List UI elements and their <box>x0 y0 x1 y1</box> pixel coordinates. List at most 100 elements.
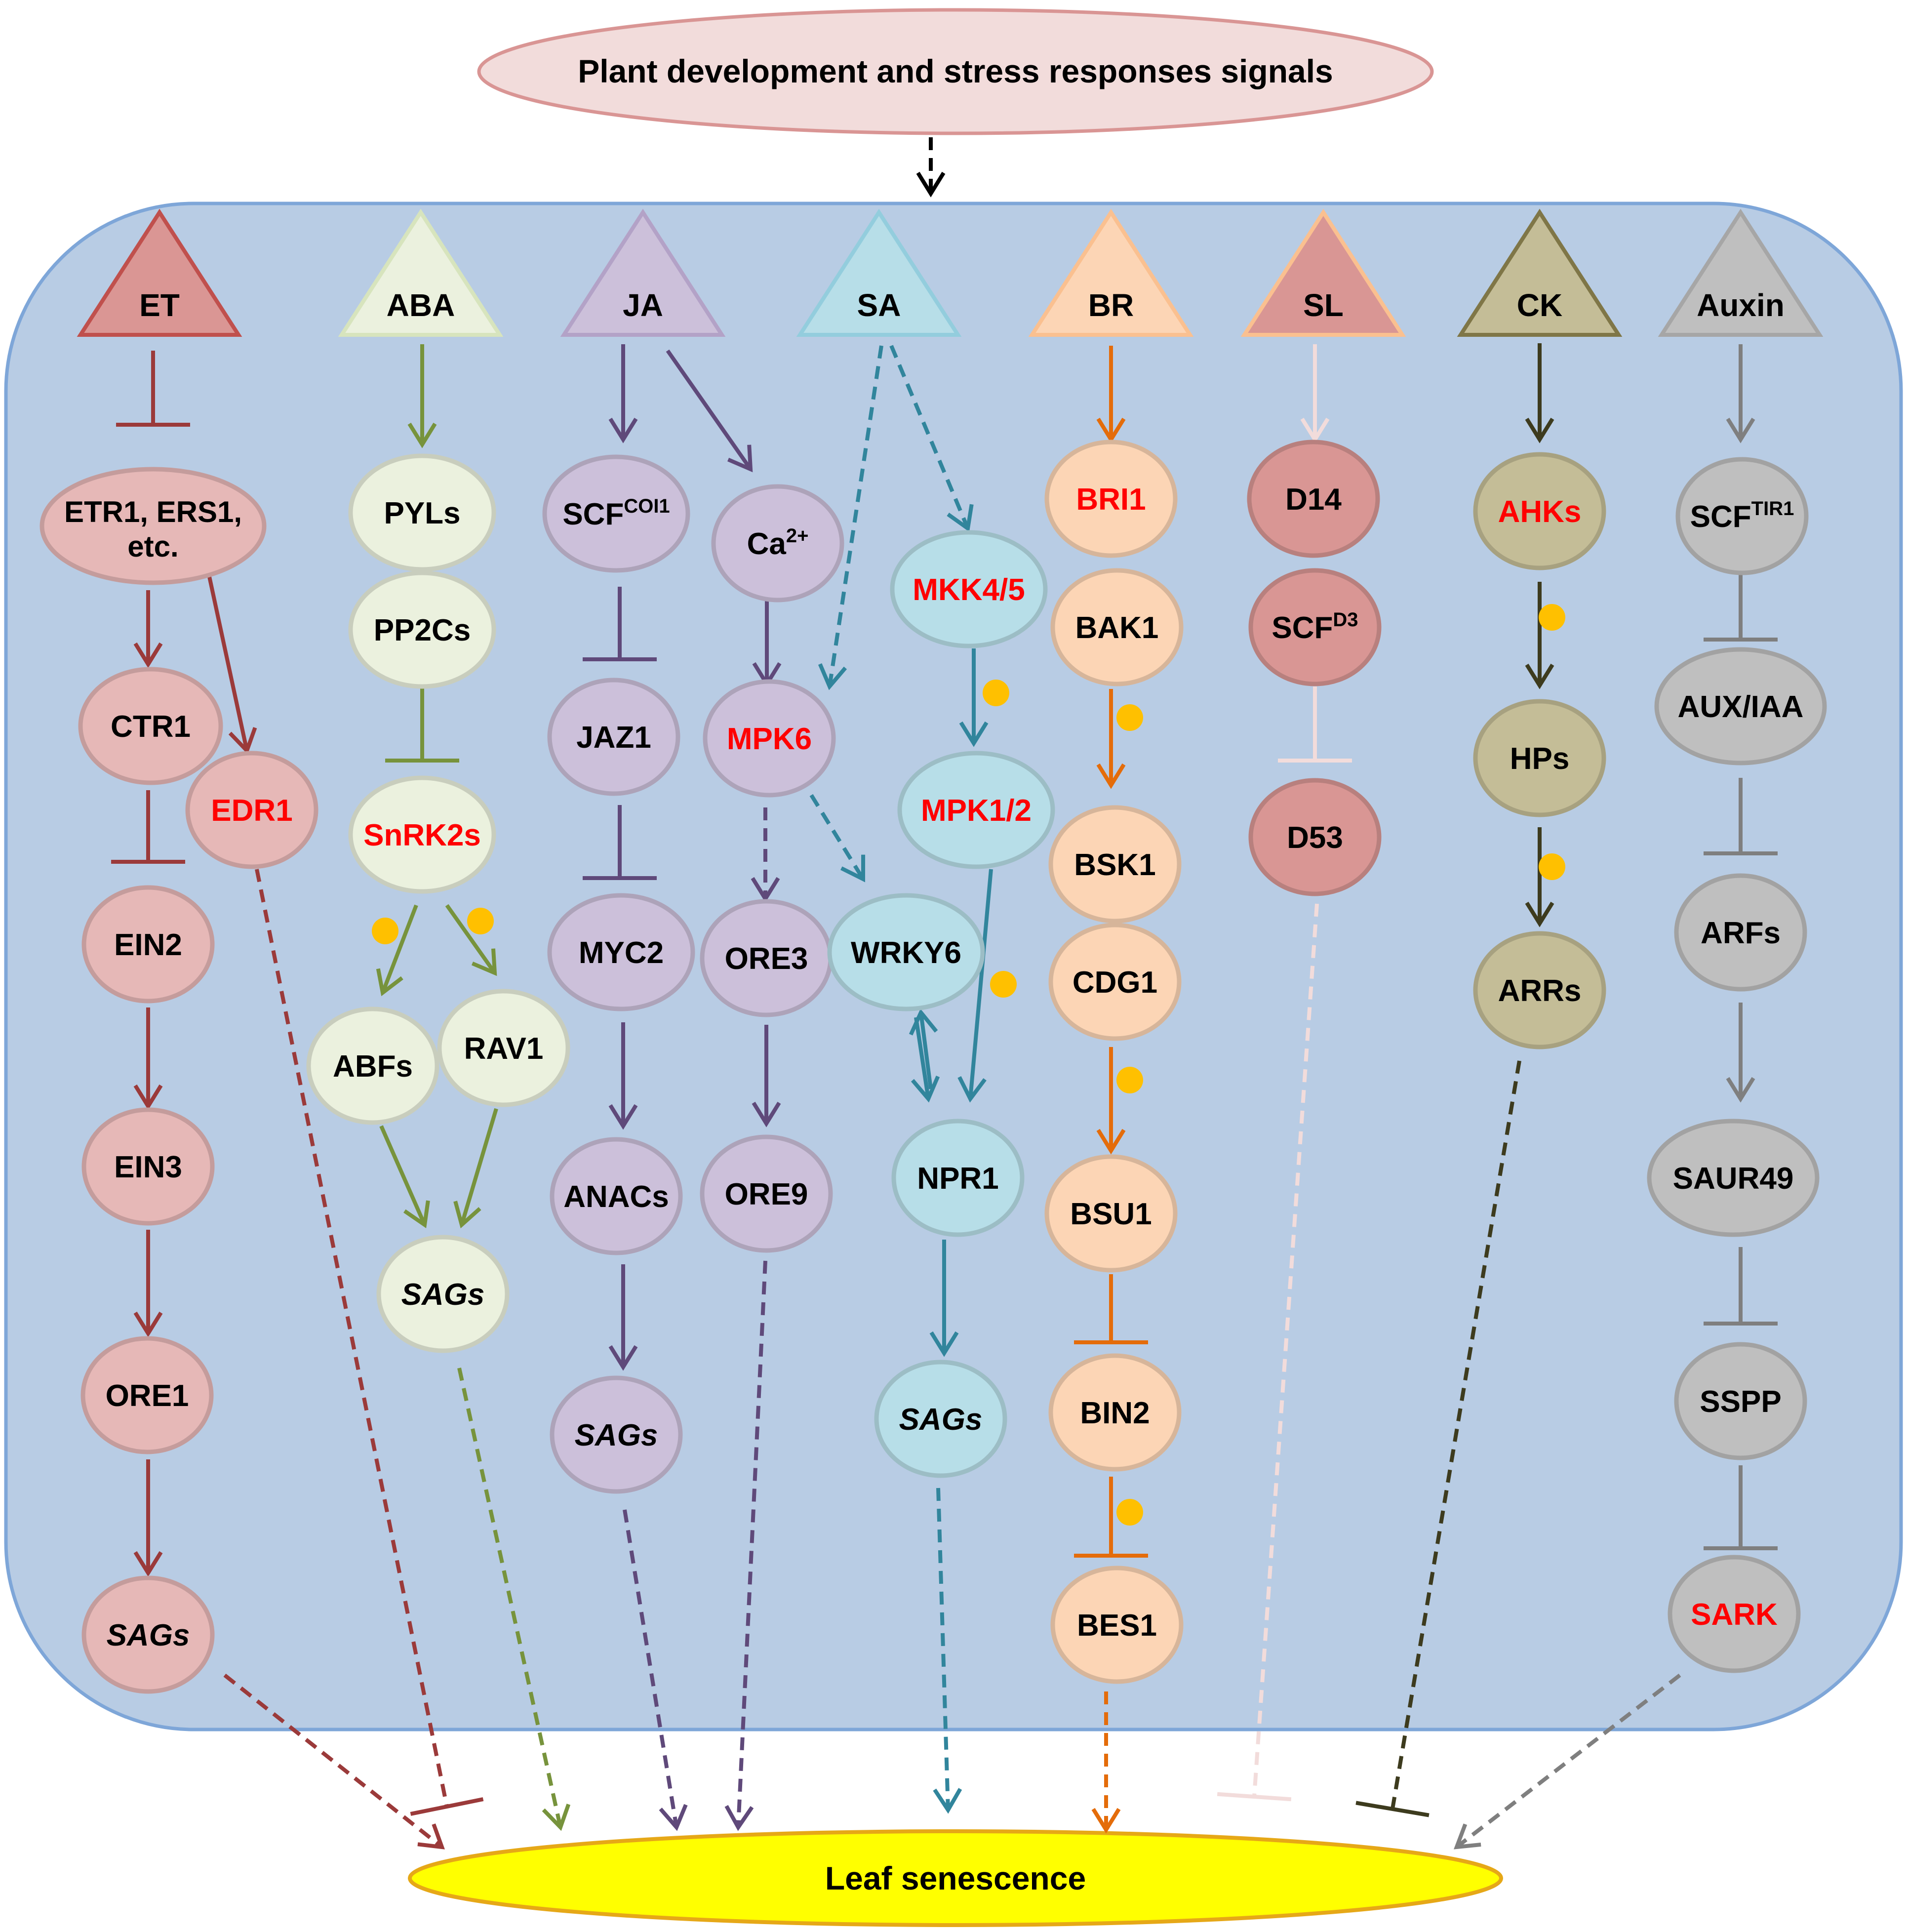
node-label: EIN3 <box>114 1150 182 1184</box>
node-label: EDR1 <box>211 794 292 828</box>
ja-to-senescence <box>623 1509 688 1831</box>
node-label: SSPP <box>1700 1385 1781 1419</box>
inhibition-bar <box>583 805 657 880</box>
node-label: BAK1 <box>1075 611 1159 645</box>
activation-arrow <box>818 345 883 690</box>
node-label: MKK4/5 <box>913 573 1025 607</box>
node-label: SCFCOI1 <box>562 495 670 531</box>
node-label: PP2Cs <box>374 613 471 647</box>
phosphorylation-dot <box>1116 704 1143 731</box>
node-d14: D14 <box>1247 440 1380 558</box>
node-arrs: ARRs <box>1473 931 1606 1049</box>
node-label: BSK1 <box>1074 848 1155 882</box>
nodes-layer: ETR1, ERS1,etc.CTR1EDR1EIN2EIN3ORE1SAGsP… <box>40 440 1827 1694</box>
node-label: JAZ1 <box>576 721 651 755</box>
activation-arrow <box>1726 344 1755 443</box>
node-etr1-ers1: ETR1, ERS1,etc. <box>40 467 267 585</box>
node-sark: SARK <box>1668 1555 1801 1673</box>
node-label: SAGs <box>107 1618 190 1652</box>
activation-arrow <box>133 1007 163 1110</box>
hormone-sa: SA <box>796 208 962 337</box>
node-label: BIN2 <box>1080 1396 1150 1430</box>
activation-arrow <box>666 349 753 473</box>
phosphorylation-dot <box>467 908 494 934</box>
node-bak1: BAK1 <box>1050 568 1184 686</box>
signal-label: Plant development and stress responses s… <box>578 53 1333 89</box>
node-npr1: NPR1 <box>891 1119 1025 1237</box>
hormone-label: SL <box>1303 287 1344 323</box>
activation-arrow <box>751 807 780 903</box>
phosphorylation-dot <box>1539 853 1565 880</box>
node-label: ORE9 <box>725 1177 808 1211</box>
activation-arrow <box>1726 1003 1755 1103</box>
node-label: D14 <box>1285 483 1342 517</box>
node-label: SAGs <box>401 1278 485 1312</box>
activation-arrow <box>929 1240 959 1357</box>
hormone-label: BR <box>1088 287 1134 323</box>
activation-arrow <box>911 1017 940 1103</box>
inhibition-bar <box>1074 1274 1148 1344</box>
node-anacs: ANACs <box>550 1137 683 1255</box>
phosphorylation-dot <box>983 680 1009 706</box>
node-bin2: BIN2 <box>1048 1353 1182 1472</box>
hormone-br: BR <box>1028 208 1194 337</box>
node-ca: Ca2+ <box>711 484 844 603</box>
node-d53: D53 <box>1248 778 1382 896</box>
inhibition-bar <box>385 687 459 763</box>
node-wrky6: WRKY6 <box>827 893 985 1011</box>
node-scf: SCFCOI1 <box>542 454 690 573</box>
node-label: ARFs <box>1701 916 1781 950</box>
activation-arrow <box>133 1459 163 1577</box>
node-label: MYC2 <box>579 936 664 970</box>
hormone-et: ET <box>77 208 242 337</box>
node-label: ORE1 <box>106 1379 189 1413</box>
node-myc2: MYC2 <box>547 893 695 1011</box>
node-abfs: ABFs <box>306 1006 439 1125</box>
br-to-senescence <box>1091 1691 1121 1834</box>
activation-arrow <box>957 869 993 1103</box>
node-mpk1-2: MPK1/2 <box>897 751 1055 869</box>
node-label: ARRs <box>1498 974 1582 1008</box>
node-cdg1: CDG1 <box>1048 923 1182 1041</box>
node-pyls: PYLs <box>348 453 496 572</box>
auxin-to-senescence <box>1453 1673 1681 1850</box>
node-label: SAGs <box>575 1418 658 1452</box>
phosphorylation-dot <box>1116 1067 1143 1093</box>
node-snrk2s: SnRK2s <box>348 775 496 894</box>
signal-node: Plant development and stress responses s… <box>477 8 1434 135</box>
phosphorylation-dot <box>1116 1499 1143 1526</box>
node-label: ETR1, ERS1, <box>64 495 242 528</box>
node-sags: SAGs <box>550 1375 683 1494</box>
hormone-ck: CK <box>1457 208 1623 337</box>
node-aux-iaa: AUX/IAA <box>1654 647 1827 765</box>
node-label: SAGs <box>899 1403 983 1437</box>
node-label: SCFTIR1 <box>1690 498 1794 534</box>
et-to-senescence <box>223 1673 445 1850</box>
activation-arrow <box>453 1108 498 1229</box>
inhibition-bar <box>1704 570 1778 642</box>
node-label: AUX/IAA <box>1678 690 1804 724</box>
activation-arrow <box>809 794 866 883</box>
inhibition-bar <box>1278 686 1352 763</box>
hormone-label: ET <box>139 287 180 323</box>
node-ahks: AHKs <box>1473 452 1606 570</box>
node-label: CDG1 <box>1073 966 1157 1000</box>
hormone-label: ABA <box>387 287 455 323</box>
node-hps: HPs <box>1473 699 1606 817</box>
node-ctr1: CTR1 <box>78 667 223 785</box>
node-label: PYLs <box>384 496 460 530</box>
node-label: BRI1 <box>1076 483 1146 517</box>
node-label: BSU1 <box>1070 1197 1152 1231</box>
phosphorylation-dot <box>1539 604 1565 631</box>
node-sags: SAGs <box>874 1360 1007 1478</box>
inhibition-bar <box>1704 1247 1778 1326</box>
node-bsu1: BSU1 <box>1044 1154 1178 1273</box>
node-sspp: SSPP <box>1674 1342 1807 1460</box>
node-label: EIN2 <box>114 928 182 962</box>
node-bsk1: BSK1 <box>1048 805 1182 924</box>
activation-arrow <box>1096 1047 1126 1155</box>
node-arfs: ARFs <box>1674 873 1807 992</box>
node-label: Ca2+ <box>747 525 809 561</box>
